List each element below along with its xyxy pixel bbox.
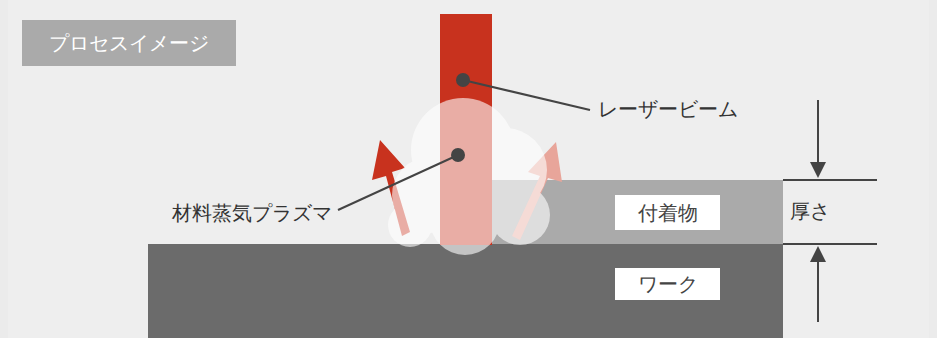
thickness-dimension: [783, 100, 877, 322]
leader-lines: [338, 73, 590, 210]
panel: [8, 0, 929, 338]
work-label-box: ワーク: [615, 268, 720, 300]
title-tag: プロセスイメージ: [22, 20, 236, 66]
plasma-label: 材料蒸気プラズマ: [172, 201, 332, 225]
thickness-label: 厚さ: [790, 199, 830, 223]
box-text: プロセスイメージ: [49, 31, 209, 55]
workpiece: [148, 244, 783, 338]
deposit-label-box: 付着物: [615, 195, 720, 230]
box-text: 付着物: [638, 201, 698, 225]
beam-label: レーザービーム: [598, 97, 738, 121]
box-text: ワーク: [638, 272, 698, 296]
